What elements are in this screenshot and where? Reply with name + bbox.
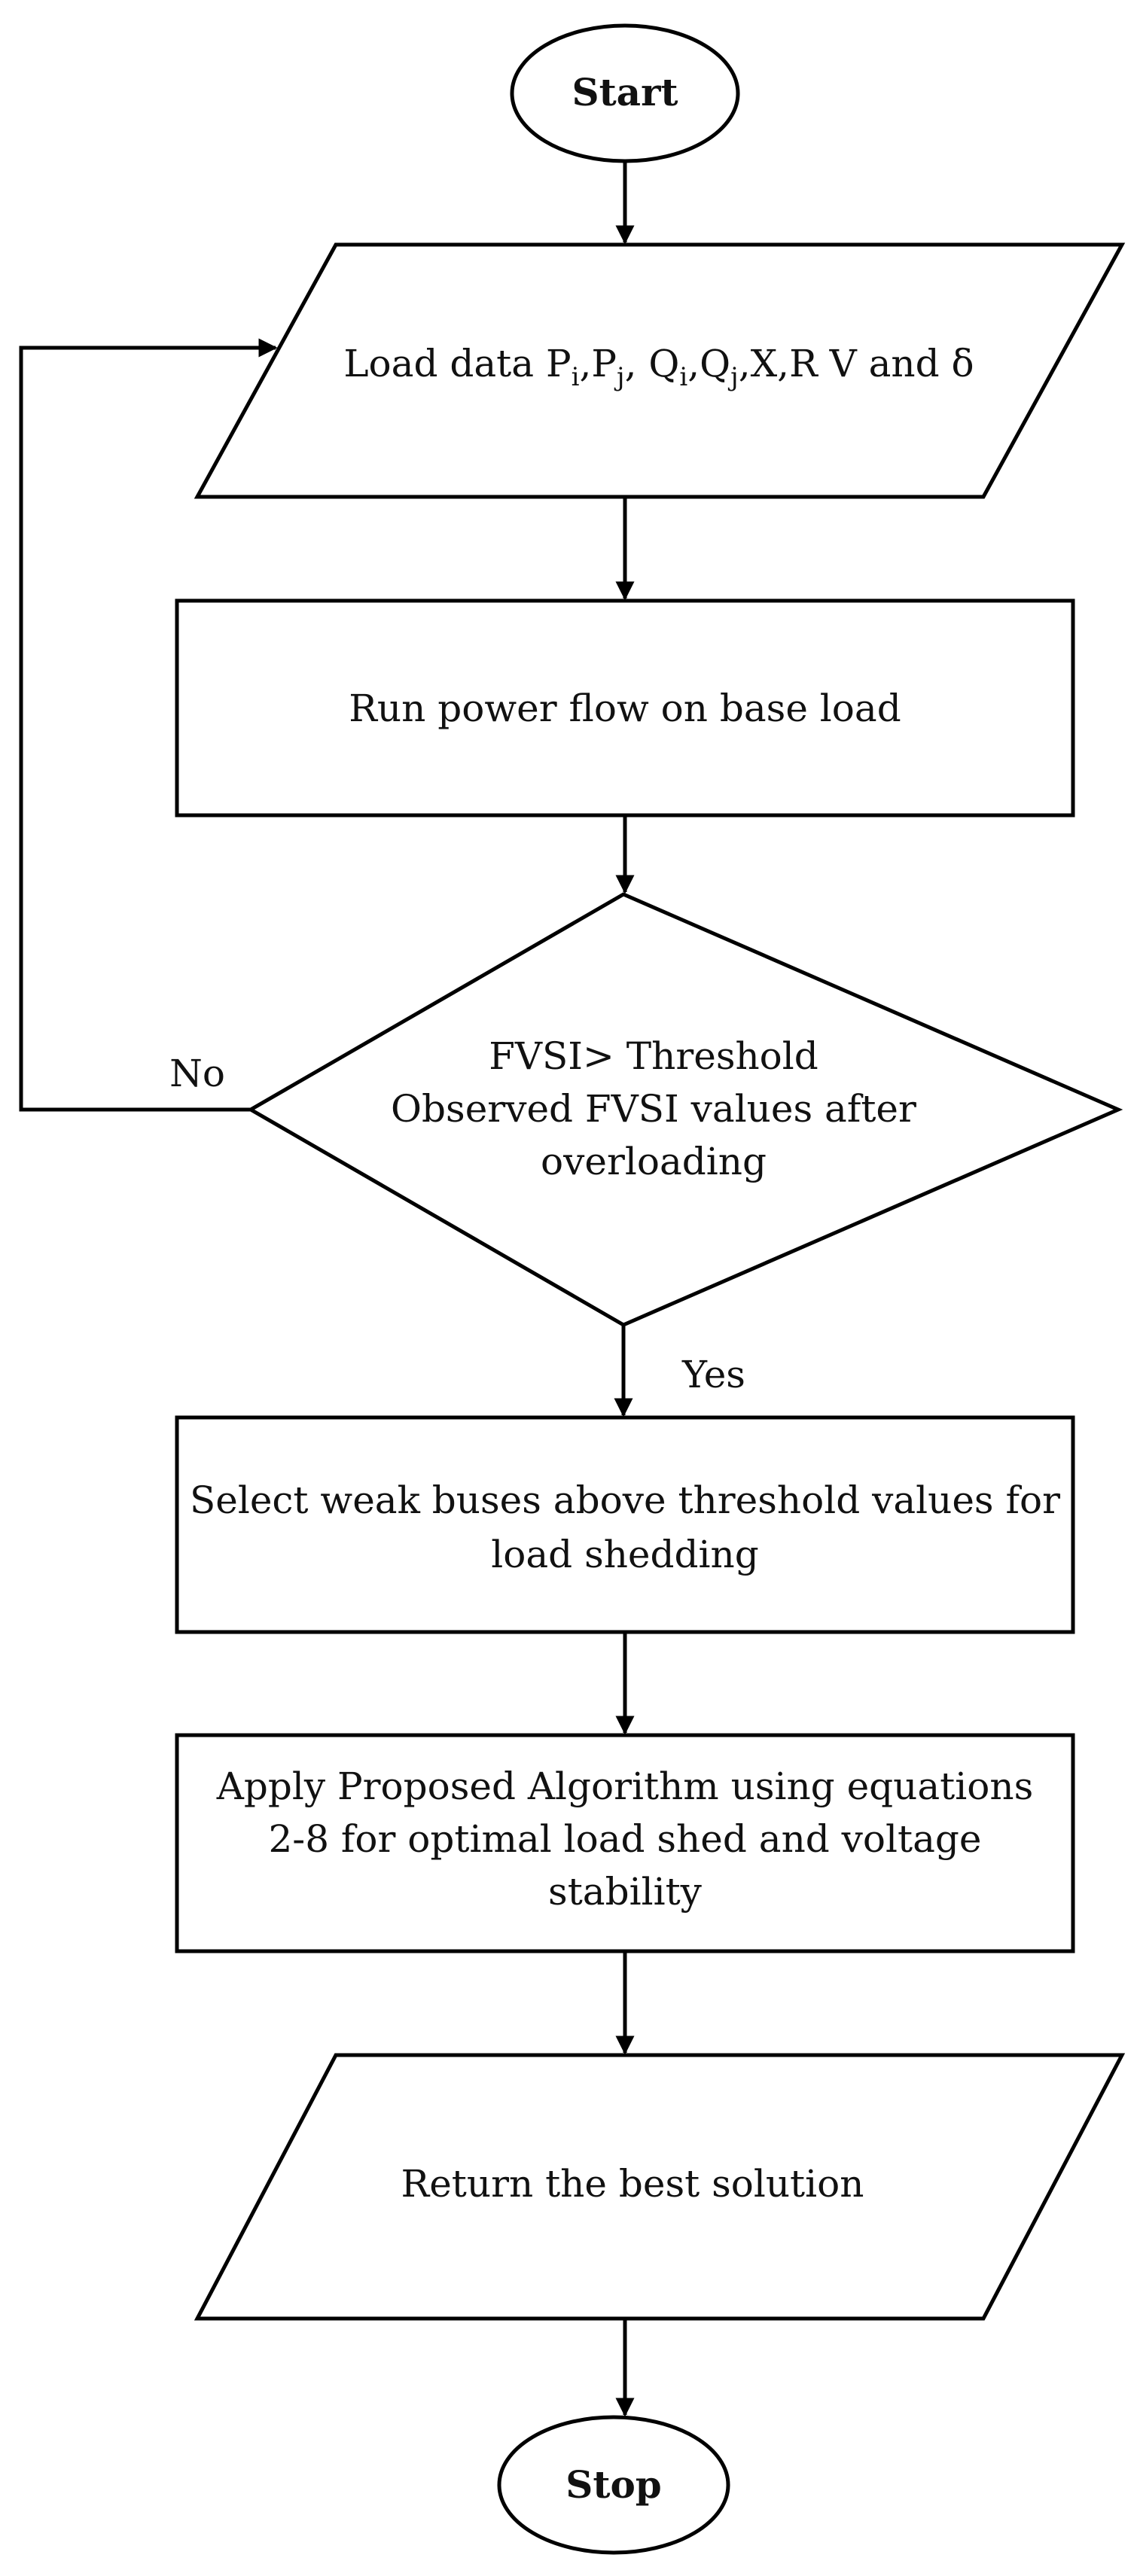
decision-line-1: FVSI> Threshold: [489, 1034, 818, 1078]
power-flow-rect: [175, 598, 1075, 818]
load-data-label: Load data Pi,Pj, Qi,Qj,X,R V and δ: [343, 342, 974, 392]
load-data-sub-qi: i: [679, 362, 687, 392]
power-flow-label: Run power flow on base load: [349, 687, 901, 730]
decision-line-3: overloading: [541, 1140, 767, 1183]
stop-ellipse: [497, 2415, 730, 2555]
load-data-qi-lead: , Q: [625, 342, 680, 385]
load-data-node: Load data Pi,Pj, Qi,Qj,X,R V and δ: [194, 242, 1126, 499]
return-best-parallelogram: [194, 2053, 1126, 2321]
apply-algorithm-node: Apply Proposed Algorithm using equations…: [175, 1733, 1075, 1953]
load-data-sub-qj: j: [727, 362, 739, 392]
edge-decision-no-loop: [19, 338, 278, 1112]
edge-yes-label: Yes: [681, 1353, 745, 1396]
apply-algorithm-rect: [175, 1733, 1075, 1953]
return-best-node: Return the best solution: [194, 2053, 1126, 2321]
load-data-qj-lead: ,Q: [687, 342, 730, 385]
select-weak-node: Select weak buses above threshold values…: [175, 1415, 1075, 1634]
load-data-parallelogram: [194, 242, 1126, 499]
load-data-sub-pj: j: [614, 362, 625, 392]
load-data-pj-lead: ,P: [580, 342, 617, 385]
select-weak-rect: [175, 1415, 1075, 1634]
load-data-sub-pi: i: [572, 362, 580, 392]
select-weak-line-1: Select weak buses above threshold values…: [190, 1478, 1060, 1522]
load-data-suffix: ,X,R V and δ: [739, 342, 974, 385]
apply-algorithm-line-3: stability: [548, 1870, 703, 1914]
apply-algorithm-line-1: Apply Proposed Algorithm using equations: [216, 1765, 1033, 1808]
stop-label: Stop: [565, 2462, 662, 2507]
power-flow-node: Run power flow on base load: [175, 598, 1075, 818]
edge-no-label: No: [169, 1052, 225, 1095]
select-weak-line-2: load shedding: [491, 1533, 758, 1576]
decision-node: FVSI> Threshold Observed FVSI values aft…: [247, 892, 1123, 1327]
return-best-label: Return the best solution: [401, 2162, 864, 2206]
start-label: Start: [572, 70, 678, 114]
decision-line-2: Observed FVSI values after: [391, 1087, 916, 1131]
apply-algorithm-line-2: 2-8 for optimal load shed and voltage: [268, 1817, 981, 1861]
start-node: Start: [510, 23, 740, 163]
load-data-prefix: Load data P: [343, 342, 571, 385]
stop-node: Stop: [497, 2415, 730, 2555]
